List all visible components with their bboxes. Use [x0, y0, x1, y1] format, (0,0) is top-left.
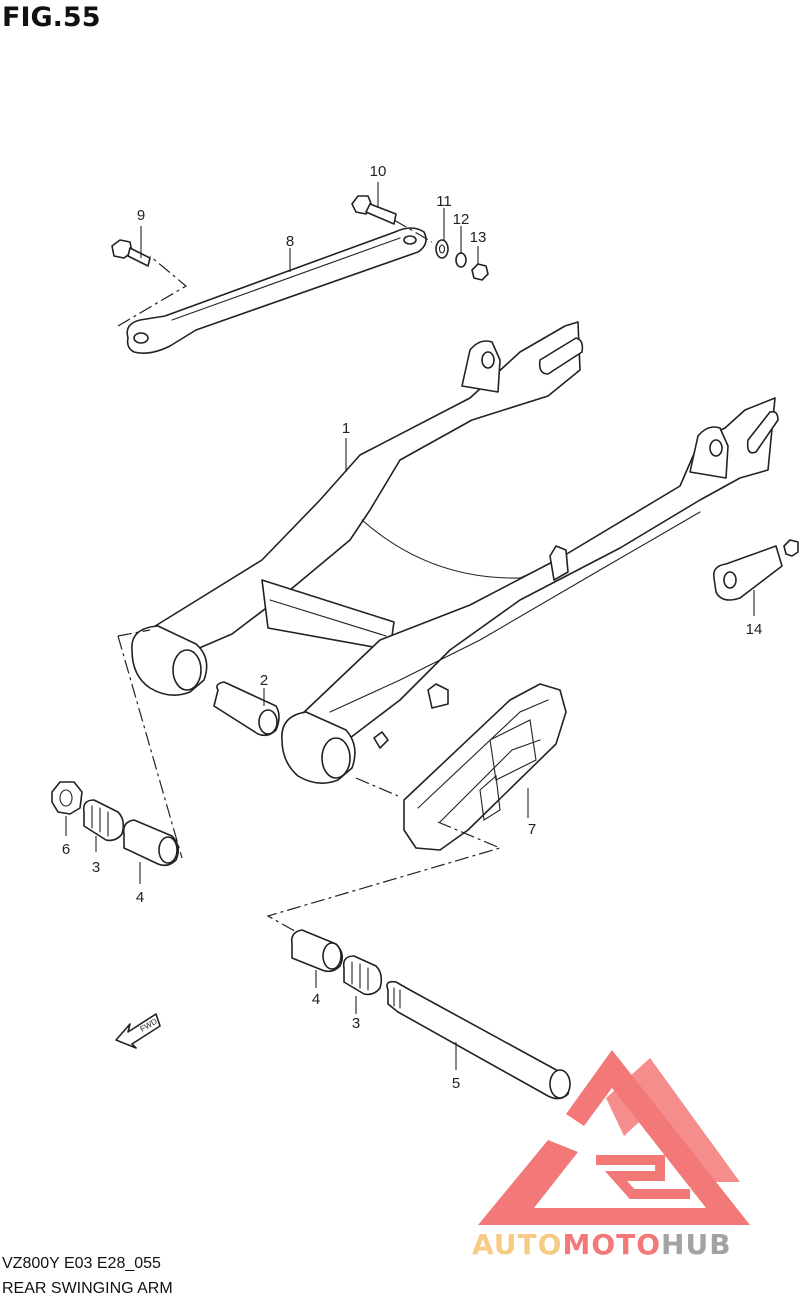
part-13-nut: [471, 263, 489, 281]
part-4-bushing-upper: [122, 819, 180, 867]
part-7-chain-case: [403, 683, 567, 851]
callout-5: 5: [452, 1075, 460, 1092]
callout-3-lower: 3: [352, 1015, 360, 1032]
logo-g-mark: [596, 1155, 690, 1199]
logo-word-hub: HUB: [661, 1228, 732, 1261]
fwd-arrow-icon: FWD: [115, 1013, 161, 1049]
callout-8: 8: [286, 233, 294, 250]
callout-7: 7: [528, 821, 536, 838]
logo-triangle-inner: [606, 1058, 740, 1182]
part-3-bearing-lower: [342, 955, 383, 996]
left-pivot-dash-start: [117, 629, 151, 637]
right-pivot-dash-line: [266, 821, 502, 935]
left-pivot-dash-line: [117, 635, 183, 859]
chain-case-axis-line: [355, 777, 399, 797]
automotohub-logo: AUTOMOTOHUB: [472, 1050, 750, 1261]
figure-code: VZ800Y E03 E28_055: [2, 1255, 161, 1272]
callout-1: 1: [342, 420, 350, 437]
callout-2: 2: [260, 672, 268, 689]
figure-name: REAR SWINGING ARM: [2, 1280, 173, 1297]
logo-wordmark: AUTOMOTOHUB: [472, 1228, 732, 1261]
logo-triangle-outer: [478, 1050, 750, 1225]
callout-14: 14: [746, 621, 763, 638]
part-5-pivot-shaft: [386, 980, 571, 1100]
part-4-bushing-lower: [290, 929, 344, 973]
callout-9: 9: [137, 207, 145, 224]
figure-title: FIG.55: [2, 2, 101, 33]
part-6-nut: [51, 781, 83, 815]
part-3-bearing-upper: [82, 799, 125, 842]
callout-6: 6: [62, 841, 70, 858]
part-11-washer: [435, 239, 449, 259]
callout-4-upper: 4: [136, 889, 144, 906]
callout-3-upper: 3: [92, 859, 100, 876]
logo-word-auto: AUTO: [472, 1228, 562, 1261]
callout-11: 11: [436, 193, 452, 210]
part-14-chain-adjuster: [712, 539, 799, 601]
bolt-axis-line: [393, 219, 433, 243]
part-8-torque-link: [126, 227, 427, 354]
leader-lines: [65, 182, 755, 1070]
callout-4-lower: 4: [312, 991, 320, 1008]
logo-word-moto: MOTO: [562, 1228, 661, 1261]
part-9-bolt: [111, 239, 151, 267]
callout-12: 12: [453, 211, 470, 228]
part-11-washer-hole: [438, 244, 446, 254]
part-12-washer: [455, 252, 467, 268]
callout-10: 10: [370, 163, 387, 180]
callout-13: 13: [470, 229, 487, 246]
part-10-bolt: [351, 195, 397, 225]
part-8-dash-line: [117, 255, 188, 327]
part-1-swinging-arm: [131, 321, 779, 784]
part-2-spacer: [213, 681, 280, 737]
